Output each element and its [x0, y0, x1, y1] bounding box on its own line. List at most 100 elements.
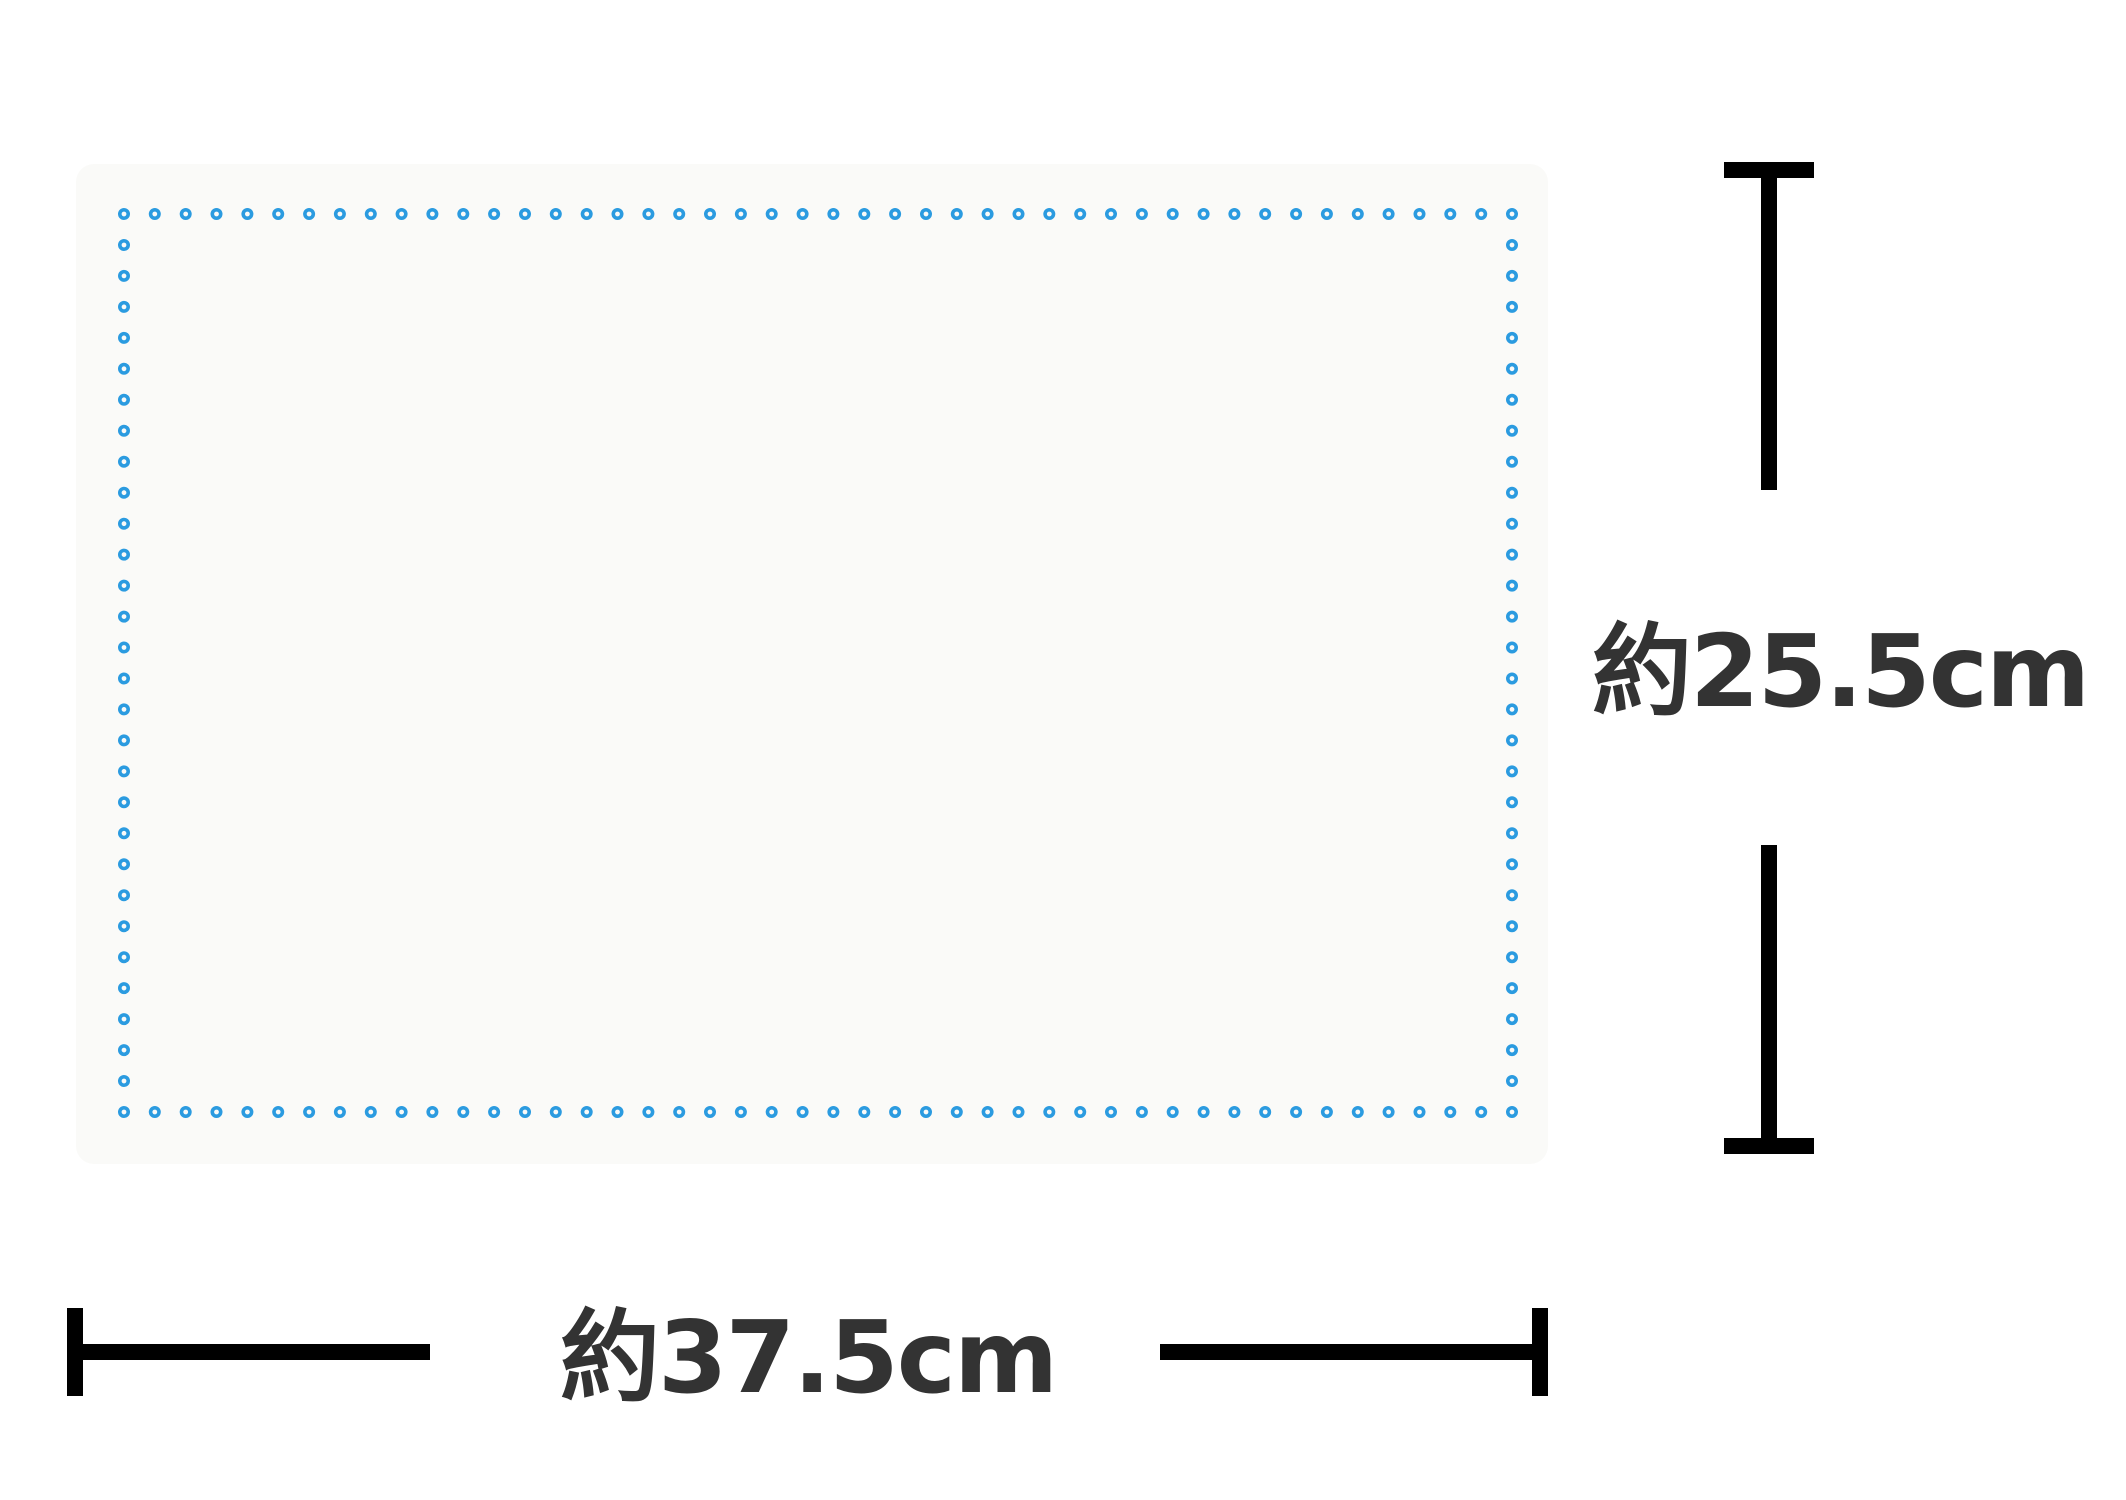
border-dot: [765, 208, 778, 221]
border-dot: [1506, 208, 1519, 221]
border-dot: [272, 208, 285, 221]
border-dot: [950, 1106, 963, 1119]
border-dot: [118, 517, 131, 530]
border-dot: [118, 239, 131, 252]
border-dot: [858, 208, 871, 221]
border-dot: [118, 641, 131, 654]
border-dot: [395, 208, 408, 221]
border-dot: [118, 1044, 131, 1057]
border-dot: [118, 889, 131, 902]
border-dot: [118, 734, 131, 747]
border-dot: [1506, 579, 1519, 592]
border-dot: [1506, 765, 1519, 778]
border-dot: [1413, 208, 1426, 221]
border-dot: [518, 208, 531, 221]
border-dot: [1012, 208, 1025, 221]
border-dot: [889, 1106, 902, 1119]
border-dot: [1506, 1075, 1519, 1088]
border-dot: [1074, 208, 1087, 221]
border-dot: [118, 548, 131, 561]
border-dot: [1166, 208, 1179, 221]
border-dot: [1351, 208, 1364, 221]
border-dot: [118, 982, 131, 995]
border-dot: [673, 1106, 686, 1119]
border-dot: [118, 579, 131, 592]
border-dot: [118, 424, 131, 437]
border-dot: [426, 208, 439, 221]
border-dot: [395, 1106, 408, 1119]
border-dot: [1506, 641, 1519, 654]
border-dot: [1228, 1106, 1241, 1119]
border-dot: [1506, 424, 1519, 437]
border-dot: [241, 208, 254, 221]
border-dot: [765, 1106, 778, 1119]
border-dot: [1506, 393, 1519, 406]
border-dot: [1506, 827, 1519, 840]
border-dot: [796, 208, 809, 221]
border-dot: [703, 1106, 716, 1119]
border-dot: [1506, 951, 1519, 964]
border-dot: [303, 208, 316, 221]
border-dot: [1444, 1106, 1457, 1119]
border-dot: [1413, 1106, 1426, 1119]
border-dot: [1506, 300, 1519, 313]
width-dimension-line: [67, 1308, 1548, 1396]
border-dot: [1259, 1106, 1272, 1119]
border-dot: [1105, 1106, 1118, 1119]
border-dot: [118, 610, 131, 623]
border-dot: [1475, 1106, 1488, 1119]
border-dot: [364, 208, 377, 221]
border-dot: [642, 208, 655, 221]
cloth-sheet: [76, 164, 1548, 1164]
border-dot: [118, 765, 131, 778]
border-dot: [703, 208, 716, 221]
border-dot: [1228, 208, 1241, 221]
border-dot: [426, 1106, 439, 1119]
border-dot: [1290, 208, 1303, 221]
border-dot: [1351, 1106, 1364, 1119]
border-dot: [1043, 1106, 1056, 1119]
border-dot: [488, 1106, 501, 1119]
border-dot: [118, 951, 131, 964]
border-dot: [642, 1106, 655, 1119]
border-dot: [148, 208, 161, 221]
border-dot: [919, 208, 932, 221]
border-dot: [118, 1075, 131, 1088]
border-dot: [118, 455, 131, 468]
border-dot: [580, 1106, 593, 1119]
border-dot: [1259, 208, 1272, 221]
border-dot: [118, 1013, 131, 1026]
border-dot: [1506, 889, 1519, 902]
border-dot: [118, 208, 131, 221]
border-dot: [118, 331, 131, 344]
border-dot: [1506, 982, 1519, 995]
border-dot: [179, 1106, 192, 1119]
border-dot: [1506, 269, 1519, 282]
border-dot: [611, 208, 624, 221]
border-dot: [1506, 858, 1519, 871]
border-dot: [1506, 455, 1519, 468]
border-dot: [889, 208, 902, 221]
border-dot: [549, 208, 562, 221]
border-dot: [118, 1106, 131, 1119]
border-dot: [1506, 517, 1519, 530]
border-dot: [1506, 548, 1519, 561]
border-dot: [118, 703, 131, 716]
border-dot: [734, 1106, 747, 1119]
border-dot: [734, 208, 747, 221]
border-dot: [981, 208, 994, 221]
border-dot: [1290, 1106, 1303, 1119]
border-dot: [1506, 796, 1519, 809]
border-dot: [118, 300, 131, 313]
border-dot: [518, 1106, 531, 1119]
border-dot: [1197, 1106, 1210, 1119]
border-dot: [118, 393, 131, 406]
border-dot: [1506, 672, 1519, 685]
border-dot: [488, 208, 501, 221]
border-dot: [118, 269, 131, 282]
border-dot: [1382, 208, 1395, 221]
border-dot: [1166, 1106, 1179, 1119]
border-dot: [981, 1106, 994, 1119]
border-dot: [333, 208, 346, 221]
border-dot: [1074, 1106, 1087, 1119]
